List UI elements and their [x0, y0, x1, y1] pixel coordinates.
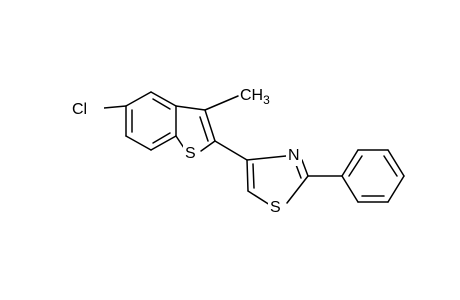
bond-c3a-methyl: [204, 95, 239, 111]
bond-p3-p4: [387, 149, 405, 177]
thiazole-nitrogen-label: N: [288, 147, 300, 164]
benzothiophene-thiophene-ring: [175, 105, 216, 152]
benzothiophene-sulfur-mask: [183, 144, 199, 164]
bond-s1-c4: [175, 135, 185, 149]
methyl-label: CH3: [240, 87, 270, 107]
bond-c6-c5-double: [152, 98, 171, 110]
bond-p1-p2-double: [348, 155, 363, 177]
bond-c7-c6: [125, 91, 152, 107]
bond-c5-c4: [246, 159, 249, 192]
bond-p3-p4-double: [383, 155, 398, 177]
benzothiophene-sulfur-label: S: [185, 145, 196, 162]
bond-c3a-c2t-double: [199, 116, 209, 142]
bond-c5-c4-double: [252, 163, 255, 189]
bond-c5-c3a: [175, 105, 206, 111]
bond-n3-c2: [301, 159, 309, 177]
atom-labels: Cl CH3 S N S: [70, 87, 302, 218]
bond-s1-c5: [247, 190, 271, 206]
bond-c4-n3: [246, 155, 287, 161]
methyl-subscript-label: 3: [263, 93, 270, 107]
thiazole-sulfur-label: S: [270, 199, 281, 216]
chlorine-label: Cl: [72, 101, 87, 118]
bond-c3a-c2t: [204, 109, 216, 142]
bond-c4-c3-double: [152, 132, 171, 144]
benzothiophene-benzene-ring: [125, 91, 177, 151]
bond-c7-chlorine: [103, 105, 127, 109]
chlorine-label-mask: [70, 98, 104, 120]
bond-c2t-s1: [200, 140, 216, 152]
thiazole-nitrogen-mask: [286, 146, 302, 166]
phenyl-ring: [341, 149, 405, 203]
bond-c4-c3: [150, 135, 177, 151]
thiazole-ring: [246, 155, 309, 206]
bond-c6-c5: [150, 91, 177, 107]
bond-p6-p1: [341, 175, 359, 203]
bond-p1-p2: [341, 149, 359, 177]
bond-c3-c2: [125, 135, 152, 151]
bond-c2-s1: [286, 175, 309, 204]
bond-benzothiophene-thiazole: [214, 140, 248, 161]
bond-p4-p5: [387, 175, 405, 203]
methyl-ch-label: CH: [240, 87, 263, 104]
thiazole-sulfur-mask: [268, 198, 286, 218]
